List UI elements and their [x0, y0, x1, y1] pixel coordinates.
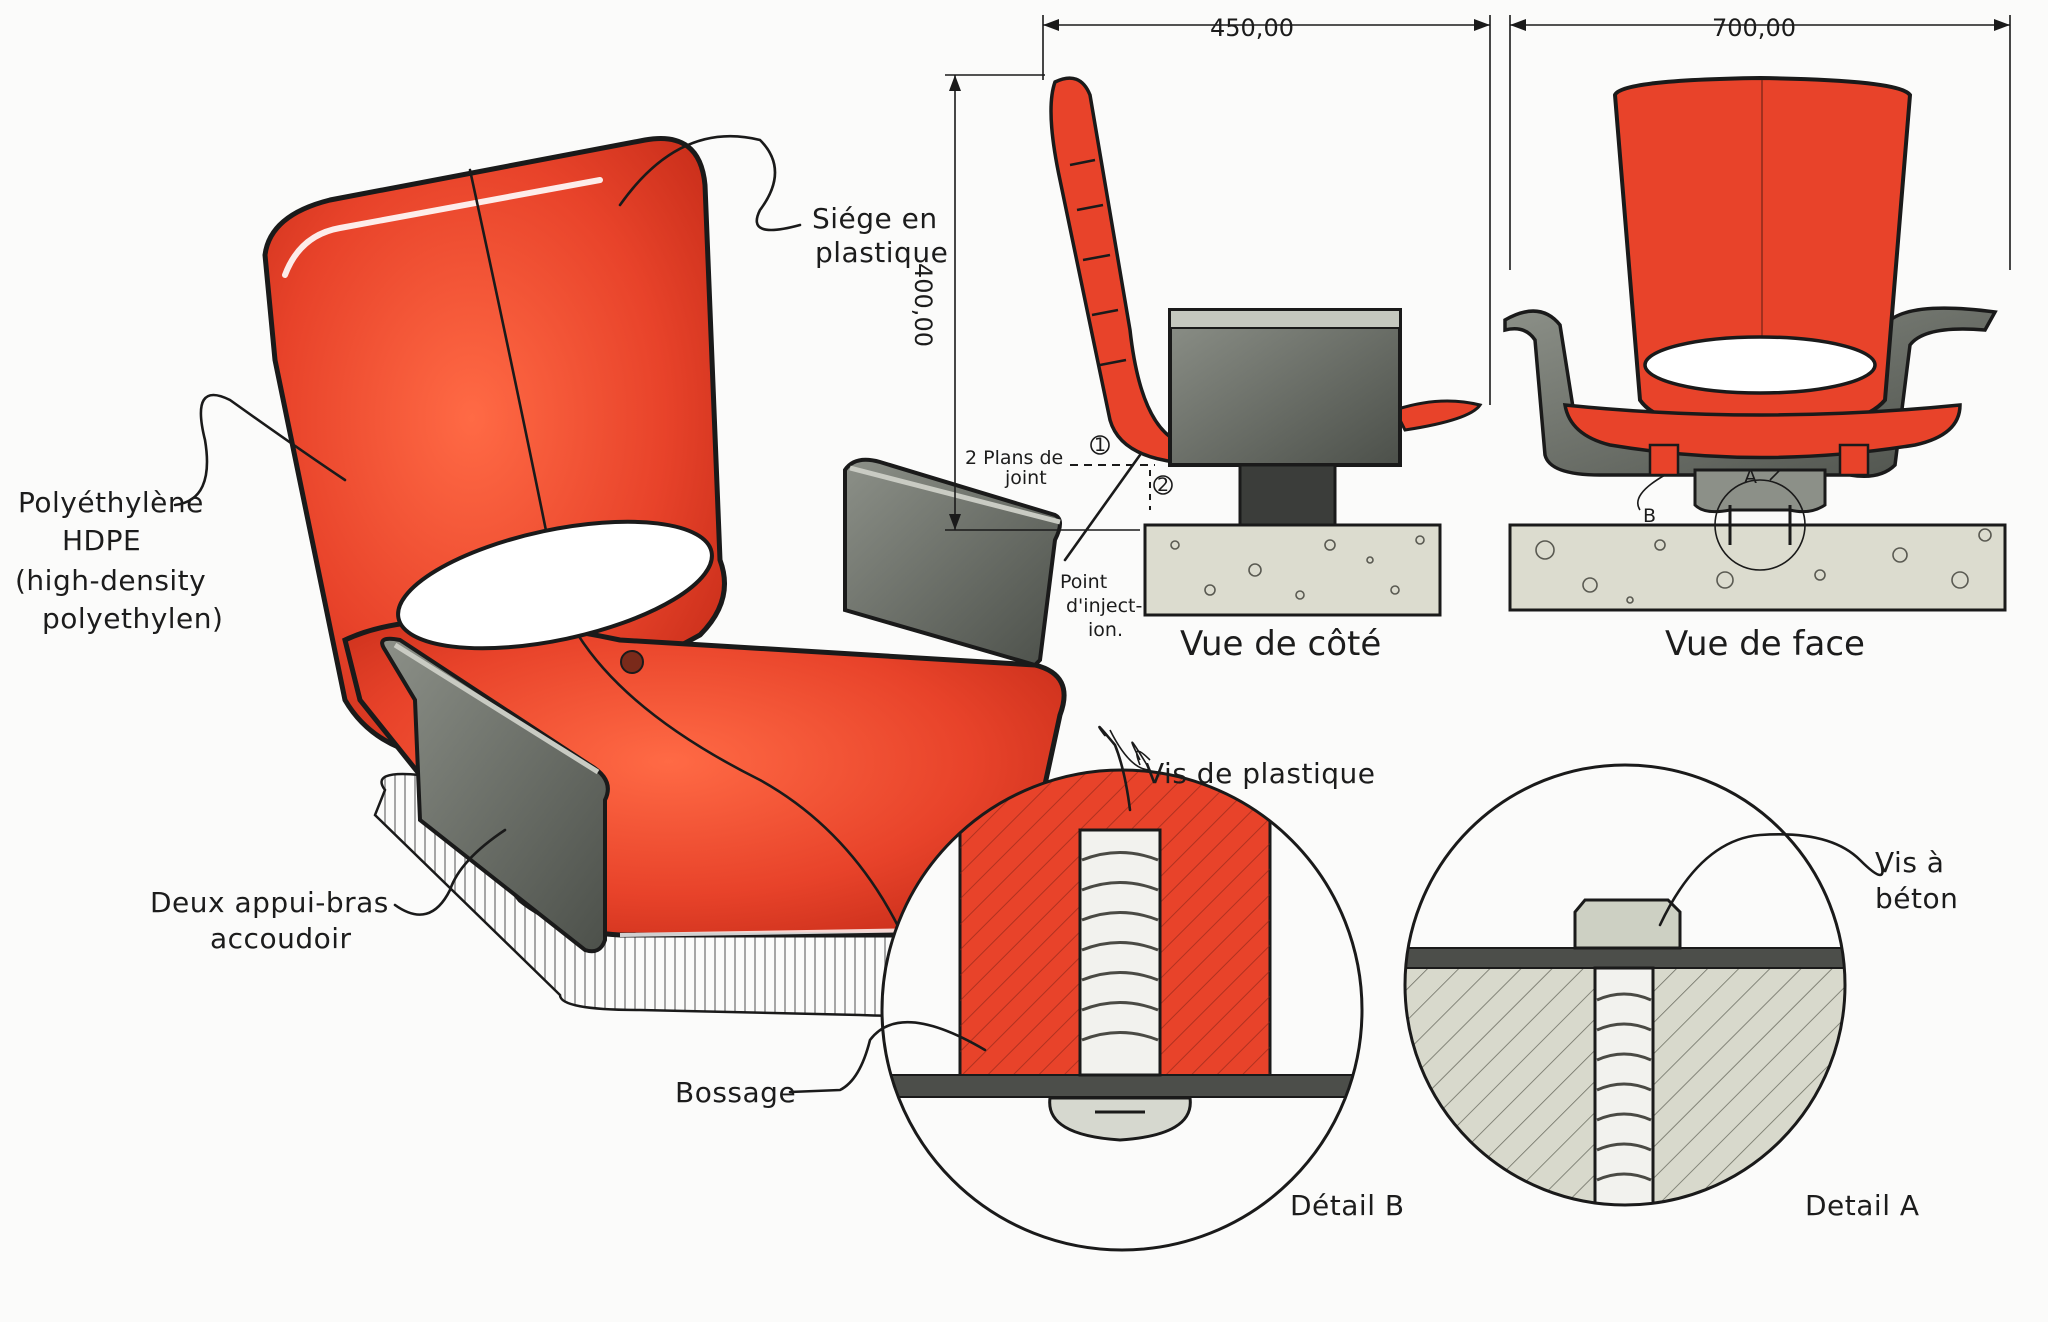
title-front-view: Vue de face — [1665, 624, 1865, 664]
label-polymer-2: HDPE — [62, 524, 141, 557]
marker-a: A — [1744, 466, 1757, 488]
chair-perspective — [262, 136, 1067, 1017]
label-seat-material-1: Siége en — [812, 202, 938, 235]
leader-plastic-screw — [1098, 725, 1132, 812]
label-concrete-screw-2: béton — [1875, 882, 1958, 915]
injection-point-mark — [620, 650, 644, 674]
leader-boss — [788, 1020, 987, 1094]
dimension-height: 400,00 — [909, 263, 937, 347]
title-detail-a: Detail A — [1805, 1189, 1920, 1222]
detail-a — [1403, 763, 1847, 1207]
detail-b — [880, 768, 1364, 1252]
label-joint-planes-2: joint — [1004, 467, 1047, 489]
title-side-view: Vue de côté — [1180, 624, 1381, 664]
side-concrete-base — [1143, 523, 1442, 617]
backrest-oval-cutout — [396, 519, 714, 651]
side-armrest-block — [1168, 308, 1402, 467]
label-injection-2: d'inject- — [1066, 595, 1142, 617]
label-seat-material-2: plastique — [815, 236, 948, 269]
label-joint-planes-1: 2 Plans de — [965, 447, 1063, 469]
side-view: 450,00 400,00 — [909, 14, 1491, 617]
leader-concrete-screw — [1658, 833, 1884, 927]
label-injection-1: Point — [1060, 571, 1107, 593]
label-concrete-screw-1: Vis à — [1875, 846, 1944, 879]
label-polymer-3: (high-density — [15, 564, 206, 597]
label-armrests-1: Deux appui-bras — [150, 886, 389, 919]
label-injection-3: ion. — [1088, 619, 1123, 641]
label-polymer-4: polyethylen) — [42, 602, 223, 635]
detail-a-screw-head — [1573, 898, 1682, 950]
dimension-front-width: 700,00 — [1712, 14, 1796, 42]
front-concrete-base — [1508, 523, 2007, 612]
front-oval-cutout — [1643, 335, 1877, 395]
front-view: 700,00 A B — [1503, 14, 2011, 612]
marker-b: B — [1643, 505, 1656, 527]
title-detail-b: Détail B — [1290, 1189, 1405, 1222]
label-polymer-1: Polyéthylène — [18, 486, 204, 519]
armrest-right — [843, 457, 1062, 668]
label-armrests-2: accoudoir — [210, 922, 352, 955]
leader-armrest — [393, 828, 507, 916]
detail-b-screw-head — [1048, 1096, 1192, 1142]
marker-2: 2 — [1157, 474, 1169, 496]
side-backrest-profile — [1049, 76, 1177, 464]
leader-polymer — [173, 393, 347, 507]
marker-1: 1 — [1094, 434, 1106, 456]
side-pedestal — [1238, 463, 1337, 527]
dimension-side-width: 450,00 — [1210, 14, 1294, 42]
label-plastic-screw: Vis de plastique — [1145, 757, 1376, 790]
label-boss: Bossage — [675, 1076, 796, 1109]
leader-seat — [618, 134, 802, 232]
armrest-left — [380, 636, 610, 954]
